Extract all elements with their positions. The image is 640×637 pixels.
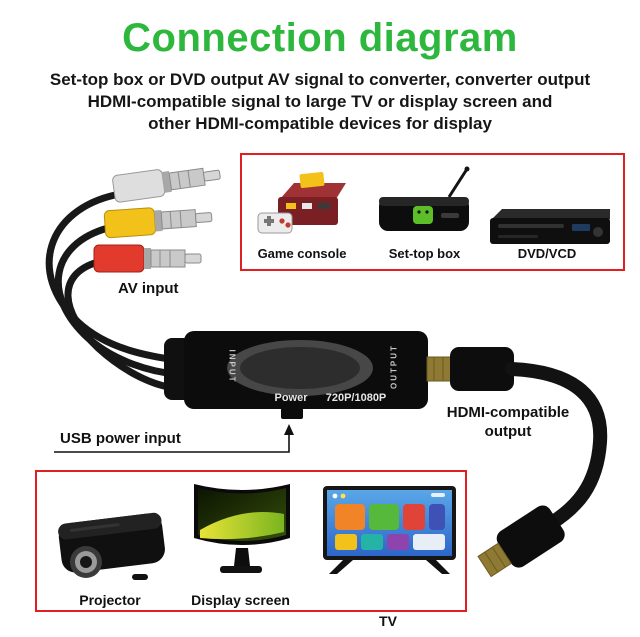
output-label-display-screen: Display screen — [191, 592, 290, 608]
description-line-3: other HDMI-compatible devices for displa… — [148, 114, 492, 133]
hdmi-plug-right-icon — [426, 347, 514, 391]
hdmi-output-label-line2: output — [484, 423, 532, 440]
converter-output-label: OUTPUT — [389, 344, 399, 389]
source-devices-box: Game console Set-top box DVD/VCD — [240, 153, 625, 271]
rca-plug-yellow-icon — [103, 207, 213, 239]
source-label-game-console: Game console — [257, 246, 347, 261]
tv-image — [323, 486, 456, 574]
converter-power-label: Power — [274, 392, 308, 404]
rca-plug-white-icon — [112, 167, 221, 203]
output-devices-box — [35, 470, 467, 612]
page-title: Connection diagram — [122, 16, 518, 60]
dvd-player-image — [490, 209, 610, 244]
usb-power-port — [281, 408, 303, 419]
output-label-projector: Projector — [79, 592, 141, 608]
av-input-label: AV input — [118, 280, 179, 297]
display-screen-image — [194, 484, 290, 573]
description-line-1: Set-top box or DVD output AV signal to c… — [49, 70, 591, 89]
hdmi-plug-bottom-icon — [477, 505, 565, 578]
set-top-box-image — [379, 166, 470, 231]
projector-image — [58, 512, 165, 580]
converter-input-label: INPUT — [227, 349, 237, 384]
description-line-2: HDMI-compatible signal to large TV or di… — [87, 92, 553, 111]
converter-resolution-label: 720P/1080P — [325, 392, 387, 404]
game-console-image — [257, 171, 346, 234]
rca-plug-red-icon — [93, 244, 202, 273]
hdmi-output-label-line1: HDMI-compatible — [446, 404, 570, 421]
usb-power-input-label: USB power input — [60, 430, 181, 447]
source-label-dvd-vcd: DVD/VCD — [517, 246, 577, 261]
converter-image — [164, 331, 428, 419]
usb-power-arrow — [54, 424, 294, 453]
hdmi-cable-image — [505, 362, 608, 531]
av-cables-image — [45, 191, 180, 392]
output-label-tv: TV — [379, 613, 397, 629]
source-label-set-top-box: Set-top box — [388, 246, 461, 261]
